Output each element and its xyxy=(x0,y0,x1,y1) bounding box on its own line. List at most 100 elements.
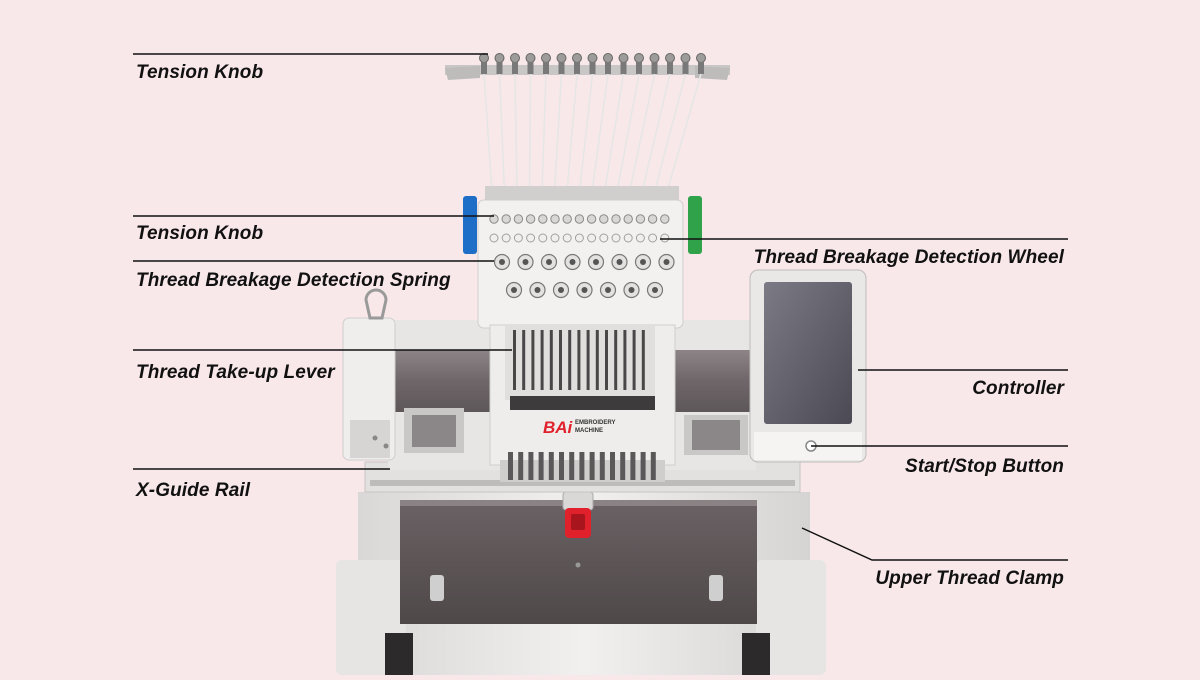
thread-line xyxy=(566,73,578,193)
breakage-wheel xyxy=(501,233,511,243)
controller-screen xyxy=(764,282,852,424)
thread-lines xyxy=(483,73,702,193)
thread-line xyxy=(553,73,563,193)
logo-line-2: MACHINE xyxy=(575,428,603,434)
thread-line xyxy=(541,73,547,193)
breakage-detection-wheels xyxy=(489,233,670,243)
breakage-spring-center xyxy=(522,259,529,265)
breakage-spring-center xyxy=(640,259,646,265)
needle-bar xyxy=(640,452,646,480)
top-tension-knob-post xyxy=(496,62,503,74)
needle-bar xyxy=(508,452,513,480)
breakage-spring-center xyxy=(558,287,564,293)
breakage-wheel xyxy=(648,233,658,243)
label-breakage-spring: Thread Breakage Detection Spring xyxy=(136,270,451,291)
take-up-lever xyxy=(568,330,572,390)
breakage-spring-center xyxy=(534,287,541,293)
top-tension-knob-post xyxy=(543,62,549,74)
thread-line xyxy=(528,73,532,193)
thread-line xyxy=(603,73,625,193)
breakage-wheel xyxy=(611,233,621,243)
top-tension-knob-post xyxy=(667,62,673,74)
breakage-wheel xyxy=(489,233,499,243)
needle-bar xyxy=(599,452,605,480)
needle-bar xyxy=(630,452,636,480)
take-up-lever xyxy=(549,330,553,390)
logo-brand: BAi xyxy=(543,418,574,437)
top-tension-knob xyxy=(479,53,489,63)
callout-leader-lines xyxy=(133,53,1068,561)
breakage-wheel xyxy=(526,233,536,243)
thread-line xyxy=(641,73,671,193)
middle-tension-knob xyxy=(574,214,585,224)
breakage-spring-center xyxy=(546,259,552,265)
middle-tension-knob xyxy=(586,214,597,224)
needle-bar xyxy=(569,452,575,480)
top-tension-knob-post xyxy=(698,62,704,74)
top-tension-knob xyxy=(618,53,629,63)
breakage-wheel xyxy=(574,233,584,243)
take-up-lever xyxy=(540,330,544,390)
middle-tension-knob xyxy=(635,214,646,224)
take-up-lever xyxy=(614,330,618,390)
breakage-spring-center xyxy=(616,259,623,265)
thread-line xyxy=(591,73,609,193)
top-tension-knob xyxy=(510,53,520,63)
top-tension-knob-post xyxy=(512,62,518,74)
label-start-stop: Start/Stop Button xyxy=(905,456,1064,477)
thread-line xyxy=(616,73,640,193)
top-tension-knob-post xyxy=(574,62,580,74)
needle-bar xyxy=(528,452,534,480)
breakage-spring-center xyxy=(628,287,635,293)
top-tension-knob-post xyxy=(651,62,658,74)
top-tension-knob-post xyxy=(636,62,642,74)
breakage-wheel xyxy=(660,233,670,243)
top-tension-knobs xyxy=(479,53,706,74)
thread-line xyxy=(498,73,506,193)
breakage-wheel xyxy=(550,233,560,243)
breakage-spring-center xyxy=(499,259,505,265)
take-up-lever xyxy=(513,330,516,390)
take-up-lever xyxy=(605,330,608,390)
middle-tension-knob xyxy=(538,214,548,224)
middle-tension-knob xyxy=(489,214,499,224)
take-up-lever xyxy=(559,330,562,390)
breakage-wheel xyxy=(623,233,633,243)
label-tension-knob-mid: Tension Knob xyxy=(136,223,264,244)
top-tension-knob-post xyxy=(558,62,565,74)
label-x-guide-rail: X-Guide Rail xyxy=(136,480,251,501)
top-tension-knob xyxy=(494,53,505,63)
needle-bar xyxy=(548,452,554,480)
label-breakage-wheel: Thread Breakage Detection Wheel xyxy=(753,247,1064,268)
controller-unit xyxy=(749,269,867,463)
top-tension-knob-post xyxy=(481,62,487,74)
top-tension-knob xyxy=(665,53,675,63)
top-tension-knob-post xyxy=(527,62,534,74)
take-up-lever xyxy=(577,330,581,390)
top-tension-knob-post xyxy=(605,62,611,74)
take-up-lever xyxy=(623,330,627,390)
take-up-lever xyxy=(531,330,535,390)
top-tension-knob xyxy=(572,53,582,63)
label-tension-knob-top: Tension Knob xyxy=(136,62,264,83)
top-tension-knob xyxy=(680,53,691,63)
embroidery-head xyxy=(477,186,684,482)
upper-thread-clamp xyxy=(562,491,594,538)
middle-tension-knob xyxy=(562,214,572,224)
thread-line xyxy=(666,73,702,193)
middle-tension-knob xyxy=(647,214,658,224)
top-tension-knob-post xyxy=(589,62,596,74)
middle-tension-knob xyxy=(513,214,524,224)
leader-upper-clamp xyxy=(801,527,1068,561)
needle-bar xyxy=(589,452,595,480)
top-tension-knob xyxy=(525,53,536,63)
needle-bar xyxy=(518,452,524,480)
needle-bar xyxy=(538,452,544,480)
breakage-wheel xyxy=(587,233,597,243)
top-tension-knob xyxy=(556,53,567,63)
label-upper-clamp: Upper Thread Clamp xyxy=(875,568,1064,589)
take-up-levers xyxy=(513,330,645,390)
breakage-wheel xyxy=(599,233,609,243)
middle-tension-knob xyxy=(525,214,536,224)
